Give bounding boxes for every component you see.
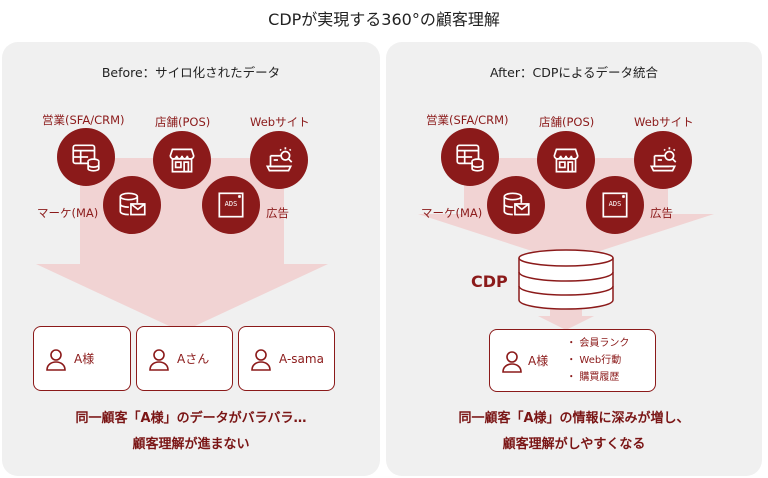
source-label-ads: 広告 xyxy=(266,206,289,220)
after-merge-arrow xyxy=(418,158,714,330)
website-icon xyxy=(634,131,692,189)
source-label-web: Webサイト xyxy=(250,115,310,129)
store-pos-icon xyxy=(537,131,595,189)
source-label-ads: 広告 xyxy=(650,206,673,220)
customer-name: Aさん xyxy=(177,352,210,366)
attribute-item: Web行動 xyxy=(566,352,629,369)
after-message: 同一顧客「A様」の情報に深みが増し、 顧客理解がしやすくなる xyxy=(386,406,762,458)
source-label-sales: 営業(SFA/CRM) xyxy=(426,113,509,127)
cdp-database-icon xyxy=(518,249,614,310)
source-label-store: 店舗(POS) xyxy=(539,115,595,129)
before-message: 同一顧客「A様」のデータがバラバラ… 顧客理解が進まない xyxy=(2,406,380,458)
ads-icon: ADS xyxy=(586,176,644,234)
before-heading: Before：サイロ化されたデータ xyxy=(101,65,281,80)
before-message-line: 顧客理解が進まない xyxy=(132,437,250,452)
diagram-title: CDPが実現する360°の顧客理解 xyxy=(268,10,500,29)
before-message-line: 同一顧客「A様」のデータがバラバラ… xyxy=(75,411,307,426)
attribute-item: 購買履歴 xyxy=(566,369,629,386)
after-heading: After：CDPによるデータ統合 xyxy=(489,65,659,80)
cdp-label: CDP xyxy=(471,272,508,291)
sales-crm-icon xyxy=(441,128,499,186)
customer-name: A様 xyxy=(528,354,549,368)
person-icon xyxy=(500,348,524,374)
source-label-sales: 営業(SFA/CRM) xyxy=(42,113,125,127)
attribute-item: 会員ランク xyxy=(566,335,629,352)
unified-customer-box: A様 会員ランク Web行動 購買履歴 xyxy=(489,329,656,392)
person-icon xyxy=(44,346,68,372)
source-label-ma: マーケ(MA) xyxy=(421,206,483,220)
source-label-ma: マーケ(MA) xyxy=(37,206,99,220)
website-icon xyxy=(250,131,308,189)
source-label-web: Webサイト xyxy=(634,115,694,129)
source-label-store: 店舗(POS) xyxy=(155,115,211,129)
ads-icon-text: ADS xyxy=(224,200,238,208)
customer-box: A-sama xyxy=(238,326,335,391)
store-pos-icon xyxy=(153,131,211,189)
customer-name: A-sama xyxy=(279,351,324,366)
person-icon xyxy=(249,346,273,372)
marketing-ma-icon xyxy=(103,176,161,234)
person-icon xyxy=(147,346,171,372)
sales-crm-icon xyxy=(57,128,115,186)
customer-box: Aさん xyxy=(136,326,233,391)
after-message-line: 同一顧客「A様」の情報に深みが増し、 xyxy=(458,411,690,426)
after-message-line: 顧客理解がしやすくなる xyxy=(502,437,646,452)
customer-name: A様 xyxy=(74,352,95,366)
customer-box: A様 xyxy=(33,326,131,391)
ads-icon-text: ADS xyxy=(608,200,622,208)
ads-icon: ADS xyxy=(202,176,260,234)
customer-attribute-list: 会員ランク Web行動 購買履歴 xyxy=(566,335,629,386)
marketing-ma-icon xyxy=(487,176,545,234)
